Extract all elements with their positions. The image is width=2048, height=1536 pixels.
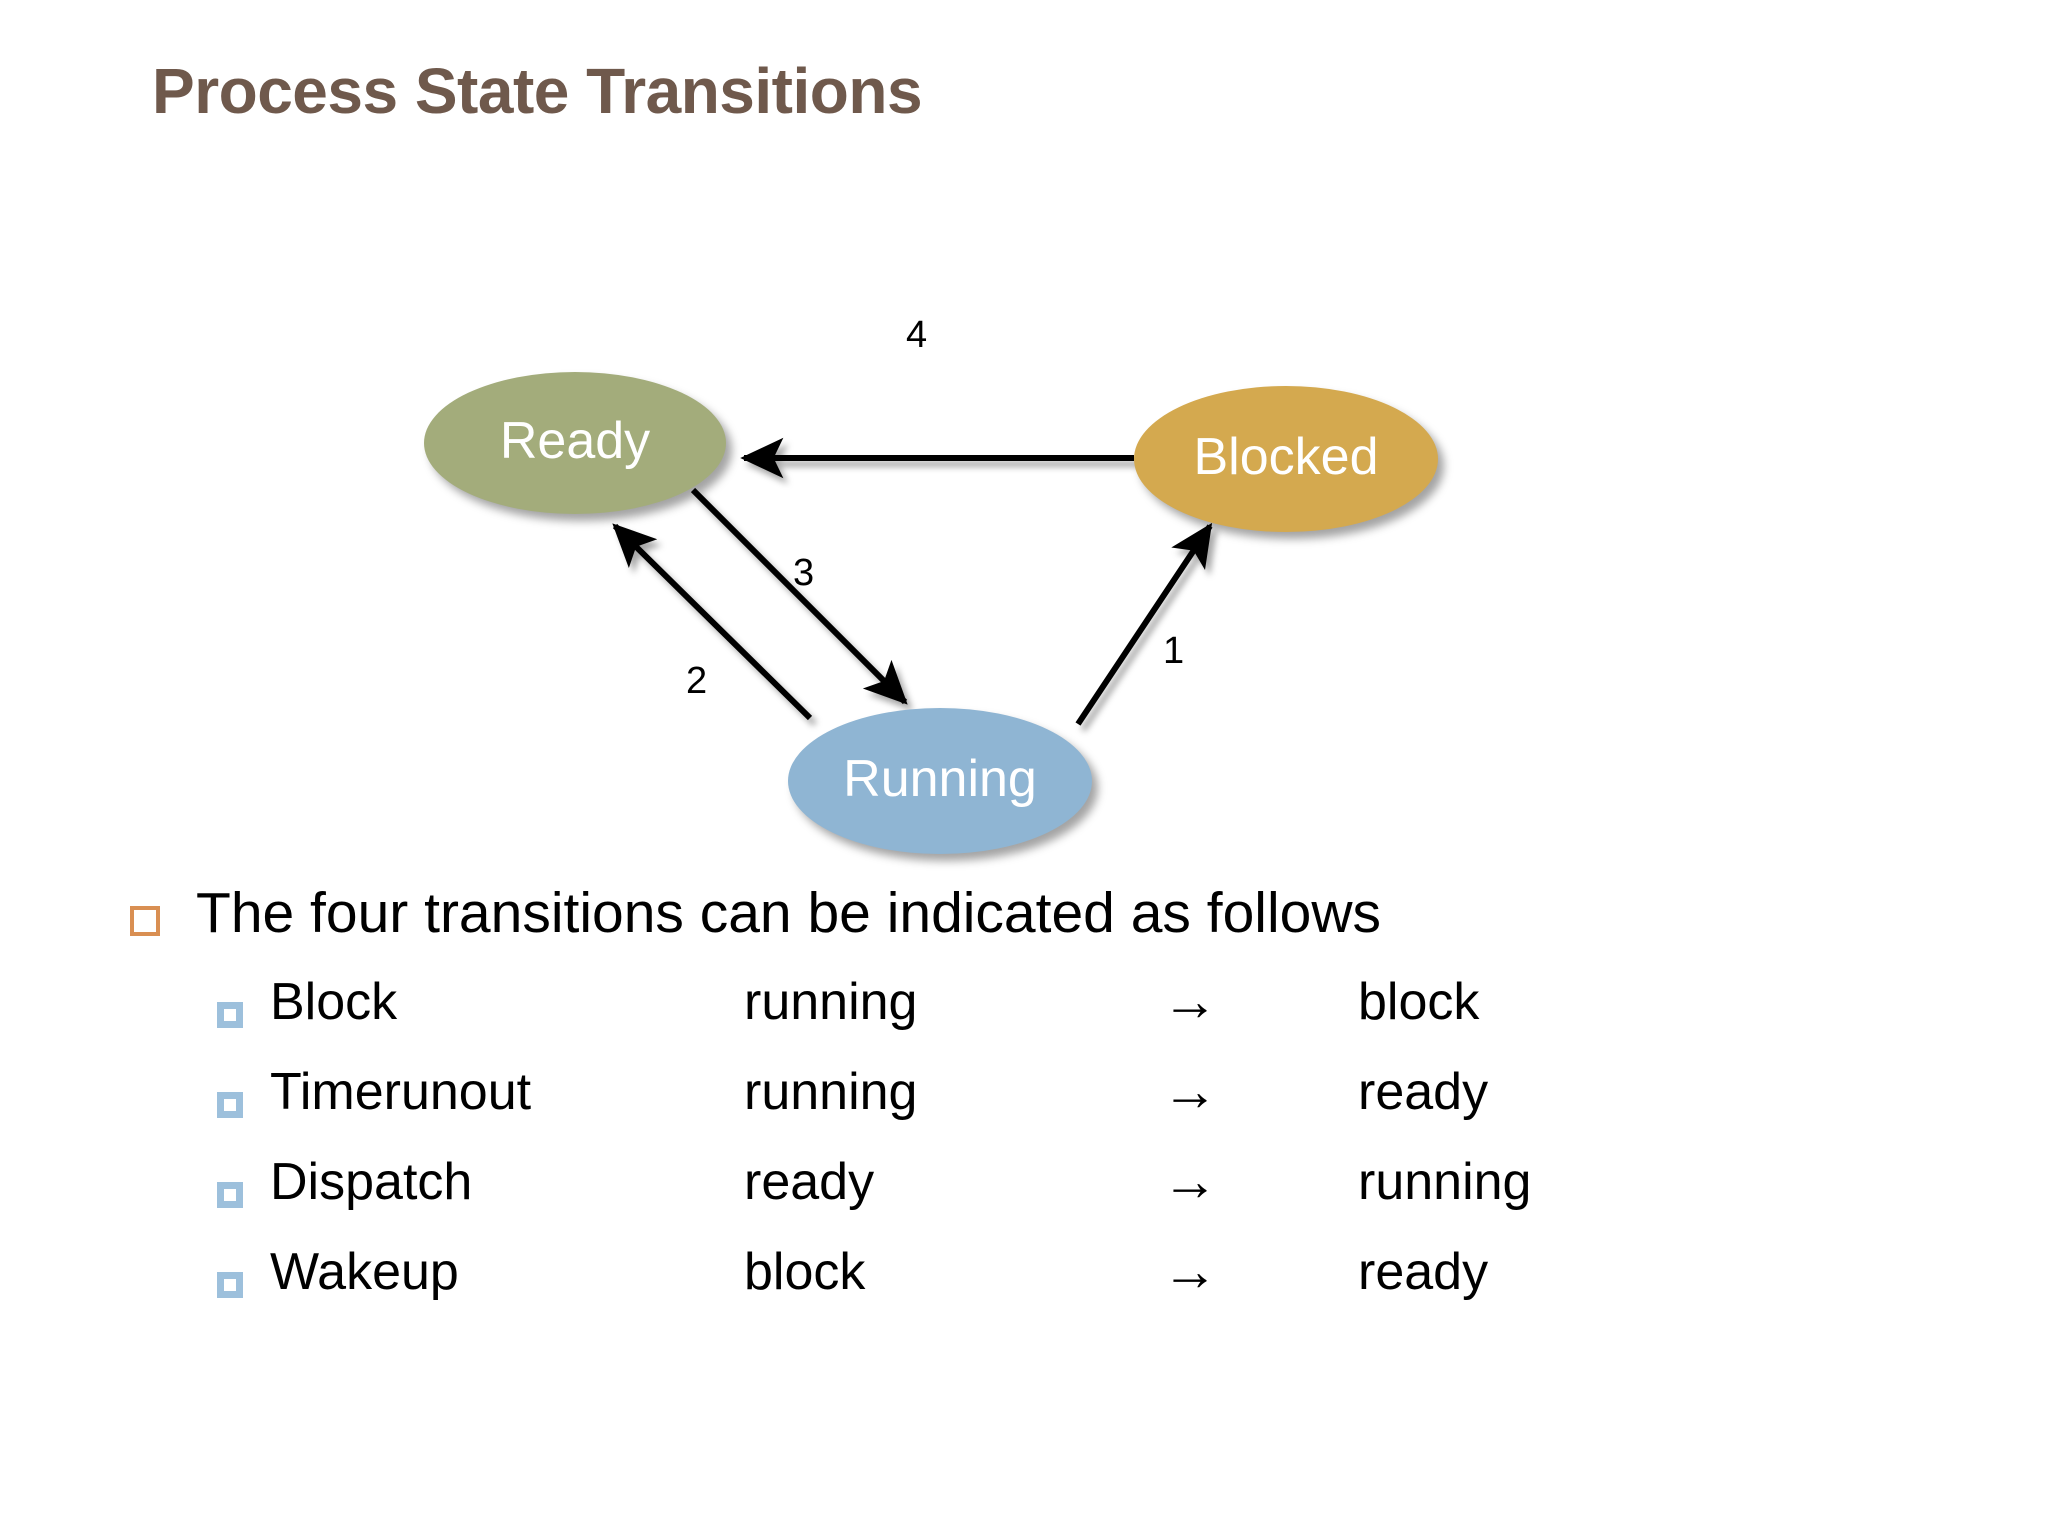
page-title: Process State Transitions <box>152 55 923 127</box>
state-node-running-label: Running <box>843 750 1037 808</box>
transition-source: running <box>744 1063 918 1121</box>
edge-label-2: 2 <box>686 660 708 702</box>
edge-label-1: 1 <box>1163 630 1185 672</box>
filled-square-bullet-icon <box>217 1182 243 1208</box>
state-node-ready-label: Ready <box>499 412 651 470</box>
state-transition-diagram: Ready Blocked Running 4 3 2 1 <box>0 314 2048 890</box>
transition-name: Dispatch <box>270 1153 473 1211</box>
transition-name: Wakeup <box>270 1243 459 1301</box>
lead-bullet-row: The four transitions can be indicated as… <box>0 880 2048 972</box>
open-square-bullet-icon <box>130 906 160 936</box>
diagram-edges <box>612 437 1213 726</box>
state-node-blocked-label: Blocked <box>1193 428 1379 486</box>
transition-target: block <box>1358 973 1480 1031</box>
edge-3-ready-to-running <box>690 487 908 705</box>
transition-source: running <box>744 973 918 1031</box>
transition-row: Block running → block <box>0 969 2048 1062</box>
transition-row: Dispatch ready → running <box>0 1149 2048 1242</box>
transition-target: running <box>1358 1153 1532 1211</box>
transition-row: Wakeup block → ready <box>0 1239 2048 1332</box>
transition-name: Timerunout <box>270 1063 532 1121</box>
filled-square-bullet-icon <box>217 1272 243 1298</box>
right-arrow-icon: → <box>1162 1239 1218 1302</box>
filled-square-bullet-icon <box>217 1092 243 1118</box>
transition-source: block <box>744 1243 866 1301</box>
filled-square-bullet-icon <box>217 1002 243 1028</box>
right-arrow-icon: → <box>1162 1059 1218 1122</box>
edge-label-4: 4 <box>906 314 928 356</box>
edge-label-3: 3 <box>793 552 815 594</box>
right-arrow-icon: → <box>1162 969 1218 1032</box>
transition-target: ready <box>1358 1063 1489 1121</box>
transition-source: ready <box>744 1153 875 1211</box>
state-node-running[interactable]: Running <box>788 708 1092 854</box>
transition-name: Block <box>270 973 398 1031</box>
state-node-blocked[interactable]: Blocked <box>1134 386 1438 532</box>
bullet-list: The four transitions can be indicated as… <box>0 880 2048 1332</box>
right-arrow-icon: → <box>1162 1149 1218 1212</box>
state-node-ready[interactable]: Ready <box>424 372 726 514</box>
transition-target: ready <box>1358 1243 1489 1301</box>
transition-row: Timerunout running → ready <box>0 1059 2048 1152</box>
edge-1-running-to-blocked <box>1075 522 1213 726</box>
lead-bullet-text: The four transitions can be indicated as… <box>196 881 1381 945</box>
edge-2-running-to-ready <box>612 523 813 721</box>
